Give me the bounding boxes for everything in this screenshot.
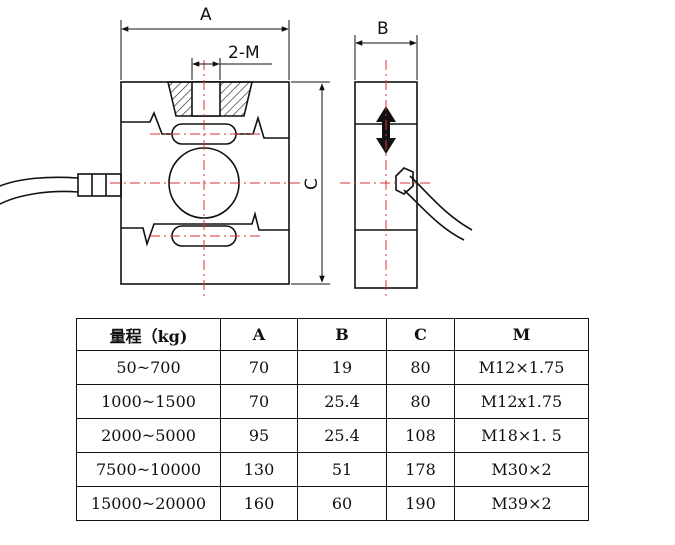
cell-b: 19 bbox=[297, 350, 387, 385]
cell-c: 178 bbox=[386, 452, 455, 487]
cell-range: 7500~10000 bbox=[76, 452, 221, 487]
header-a: A bbox=[220, 318, 298, 351]
cell-c: 80 bbox=[386, 384, 455, 419]
front-cable bbox=[0, 176, 79, 205]
table-row: 50~700 70 19 80 M12×1.75 bbox=[76, 350, 589, 385]
dim-c-label: C bbox=[302, 178, 322, 190]
cell-a: 160 bbox=[220, 486, 298, 521]
header-c: C bbox=[386, 318, 455, 351]
cell-b: 60 bbox=[297, 486, 387, 521]
cell-a: 95 bbox=[220, 418, 298, 453]
cell-c: 190 bbox=[386, 486, 455, 521]
header-m: M bbox=[454, 318, 589, 351]
lower-slot bbox=[121, 210, 289, 247]
dim-b-label: B bbox=[377, 19, 389, 39]
cell-m: M30×2 bbox=[454, 452, 589, 487]
top-thread-bore bbox=[191, 81, 221, 117]
table-header-row: 量程（kg) A B C M bbox=[76, 318, 589, 351]
table-row: 1000~1500 70 25.4 80 M12x1.75 bbox=[76, 384, 589, 419]
cell-c: 108 bbox=[386, 418, 455, 453]
cell-a: 70 bbox=[220, 384, 298, 419]
side-cable bbox=[403, 175, 473, 241]
spec-table: 量程（kg) A B C M 50~700 70 19 80 M12×1.75 … bbox=[76, 318, 589, 521]
cell-m: M12×1.75 bbox=[454, 350, 589, 385]
table-row: 7500~10000 130 51 178 M30×2 bbox=[76, 452, 589, 487]
header-range: 量程（kg) bbox=[76, 318, 221, 351]
dim-thread-label: 2-M bbox=[228, 43, 260, 63]
cell-range: 1000~1500 bbox=[76, 384, 221, 419]
cell-range: 15000~20000 bbox=[76, 486, 221, 521]
cell-b: 25.4 bbox=[297, 418, 387, 453]
cell-b: 51 bbox=[297, 452, 387, 487]
side-view bbox=[354, 81, 473, 289]
header-b: B bbox=[297, 318, 387, 351]
cell-b: 25.4 bbox=[297, 384, 387, 419]
table-row: 15000~20000 160 60 190 M39×2 bbox=[76, 486, 589, 521]
cable-gland bbox=[77, 173, 122, 197]
cell-a: 70 bbox=[220, 350, 298, 385]
side-connector bbox=[395, 167, 414, 195]
cell-m: M39×2 bbox=[454, 486, 589, 521]
table-row: 2000~5000 95 25.4 108 M18×1. 5 bbox=[76, 418, 589, 453]
load-cell-drawing: A 2-M C B bbox=[0, 5, 473, 300]
dim-a-label: A bbox=[200, 5, 212, 25]
cell-range: 50~700 bbox=[76, 350, 221, 385]
cell-m: M12x1.75 bbox=[454, 384, 589, 419]
cell-m: M18×1. 5 bbox=[454, 418, 589, 453]
cell-range: 2000~5000 bbox=[76, 418, 221, 453]
cell-c: 80 bbox=[386, 350, 455, 385]
cell-a: 130 bbox=[220, 452, 298, 487]
